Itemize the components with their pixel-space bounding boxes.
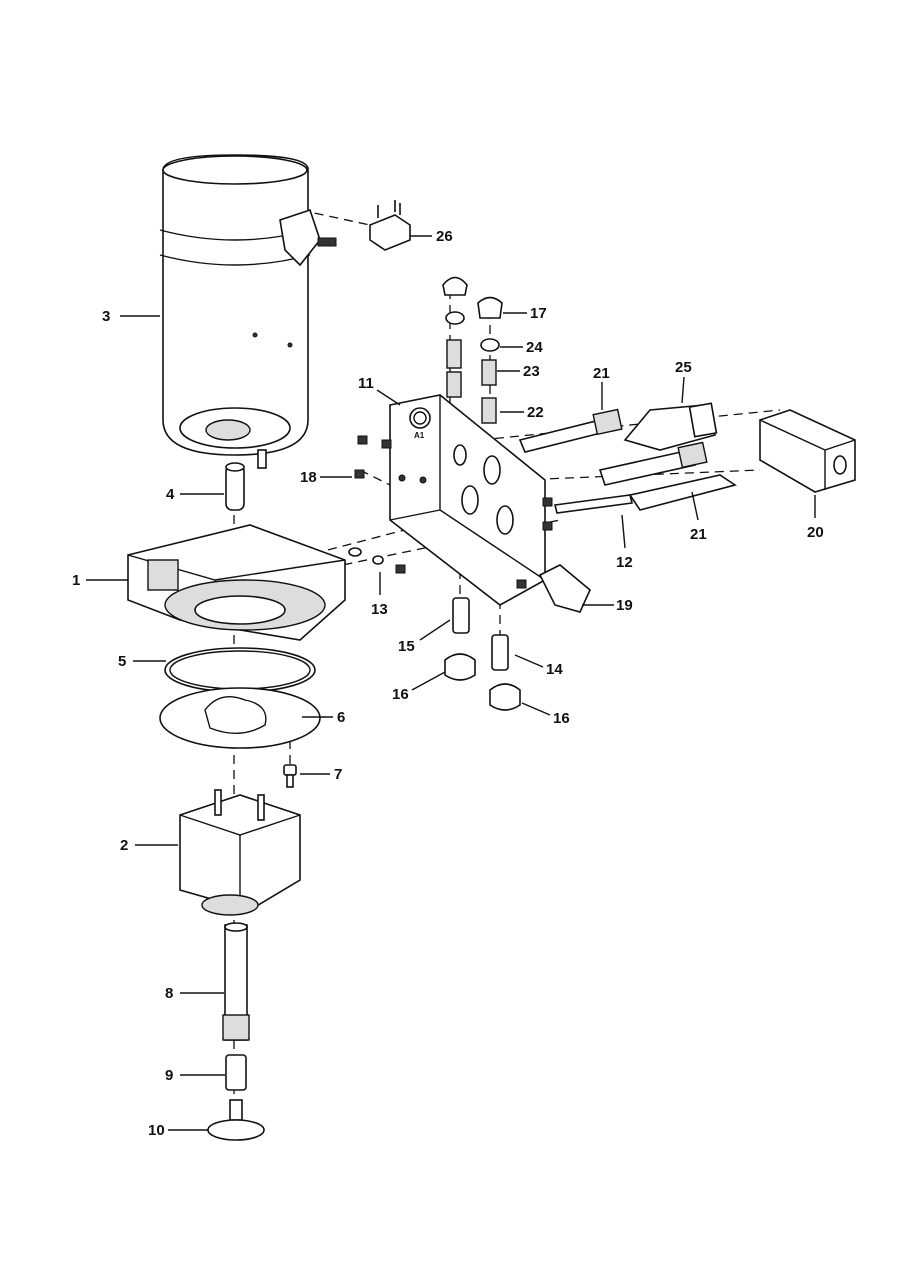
callout-2: 2 — [120, 837, 128, 854]
small-screws — [348, 435, 553, 589]
callout-15: 15 — [398, 638, 415, 655]
valve-block: A1 — [389, 394, 546, 606]
callout-21-top: 21 — [593, 365, 610, 382]
callout-22: 22 — [527, 404, 544, 421]
callout-21-bottom: 21 — [690, 526, 707, 543]
callout-13: 13 — [371, 601, 388, 618]
callout-11: 11 — [358, 375, 374, 392]
o-ring — [164, 647, 316, 693]
callout-20: 20 — [807, 524, 824, 541]
callout-3: 3 — [102, 308, 110, 325]
callout-23: 23 — [523, 363, 540, 380]
callout-19: 19 — [616, 597, 633, 614]
top-cartridges — [442, 276, 503, 424]
callout-12: 12 — [616, 554, 633, 571]
callout-8: 8 — [165, 985, 173, 1002]
callout-16-right: 16 — [553, 710, 570, 727]
coupling — [225, 462, 245, 511]
callout-10: 10 — [148, 1122, 165, 1139]
port-label-a1: A1 — [414, 431, 425, 440]
callout-24: 24 — [526, 339, 543, 356]
dowel-pin — [554, 494, 633, 514]
callout-6: 6 — [337, 709, 345, 726]
callout-14: 14 — [546, 661, 563, 678]
callout-26: 26 — [436, 228, 453, 245]
relay — [369, 200, 411, 251]
callout-25: 25 — [675, 359, 692, 376]
callout-7: 7 — [334, 766, 342, 783]
callout-9: 9 — [165, 1067, 173, 1084]
screw — [283, 764, 297, 788]
filter — [207, 1099, 265, 1141]
adapter — [225, 1054, 247, 1091]
callout-16-left: 16 — [392, 686, 409, 703]
callout-4: 4 — [166, 486, 175, 503]
suction-tube — [222, 922, 250, 1041]
callout-labels: 26 3 17 24 23 11 21 25 22 18 4 21 20 12 … — [72, 228, 824, 1139]
motor-flange — [127, 524, 346, 641]
pump-plate — [159, 687, 321, 749]
callout-1: 1 — [72, 572, 80, 589]
motor — [159, 154, 337, 469]
pump — [179, 789, 301, 916]
callout-18: 18 — [300, 469, 317, 486]
callout-17: 17 — [530, 305, 547, 322]
callout-5: 5 — [118, 653, 126, 670]
solenoid-valves — [518, 402, 856, 511]
bottom-cartridges — [444, 564, 591, 711]
leader-lines — [86, 235, 816, 1131]
